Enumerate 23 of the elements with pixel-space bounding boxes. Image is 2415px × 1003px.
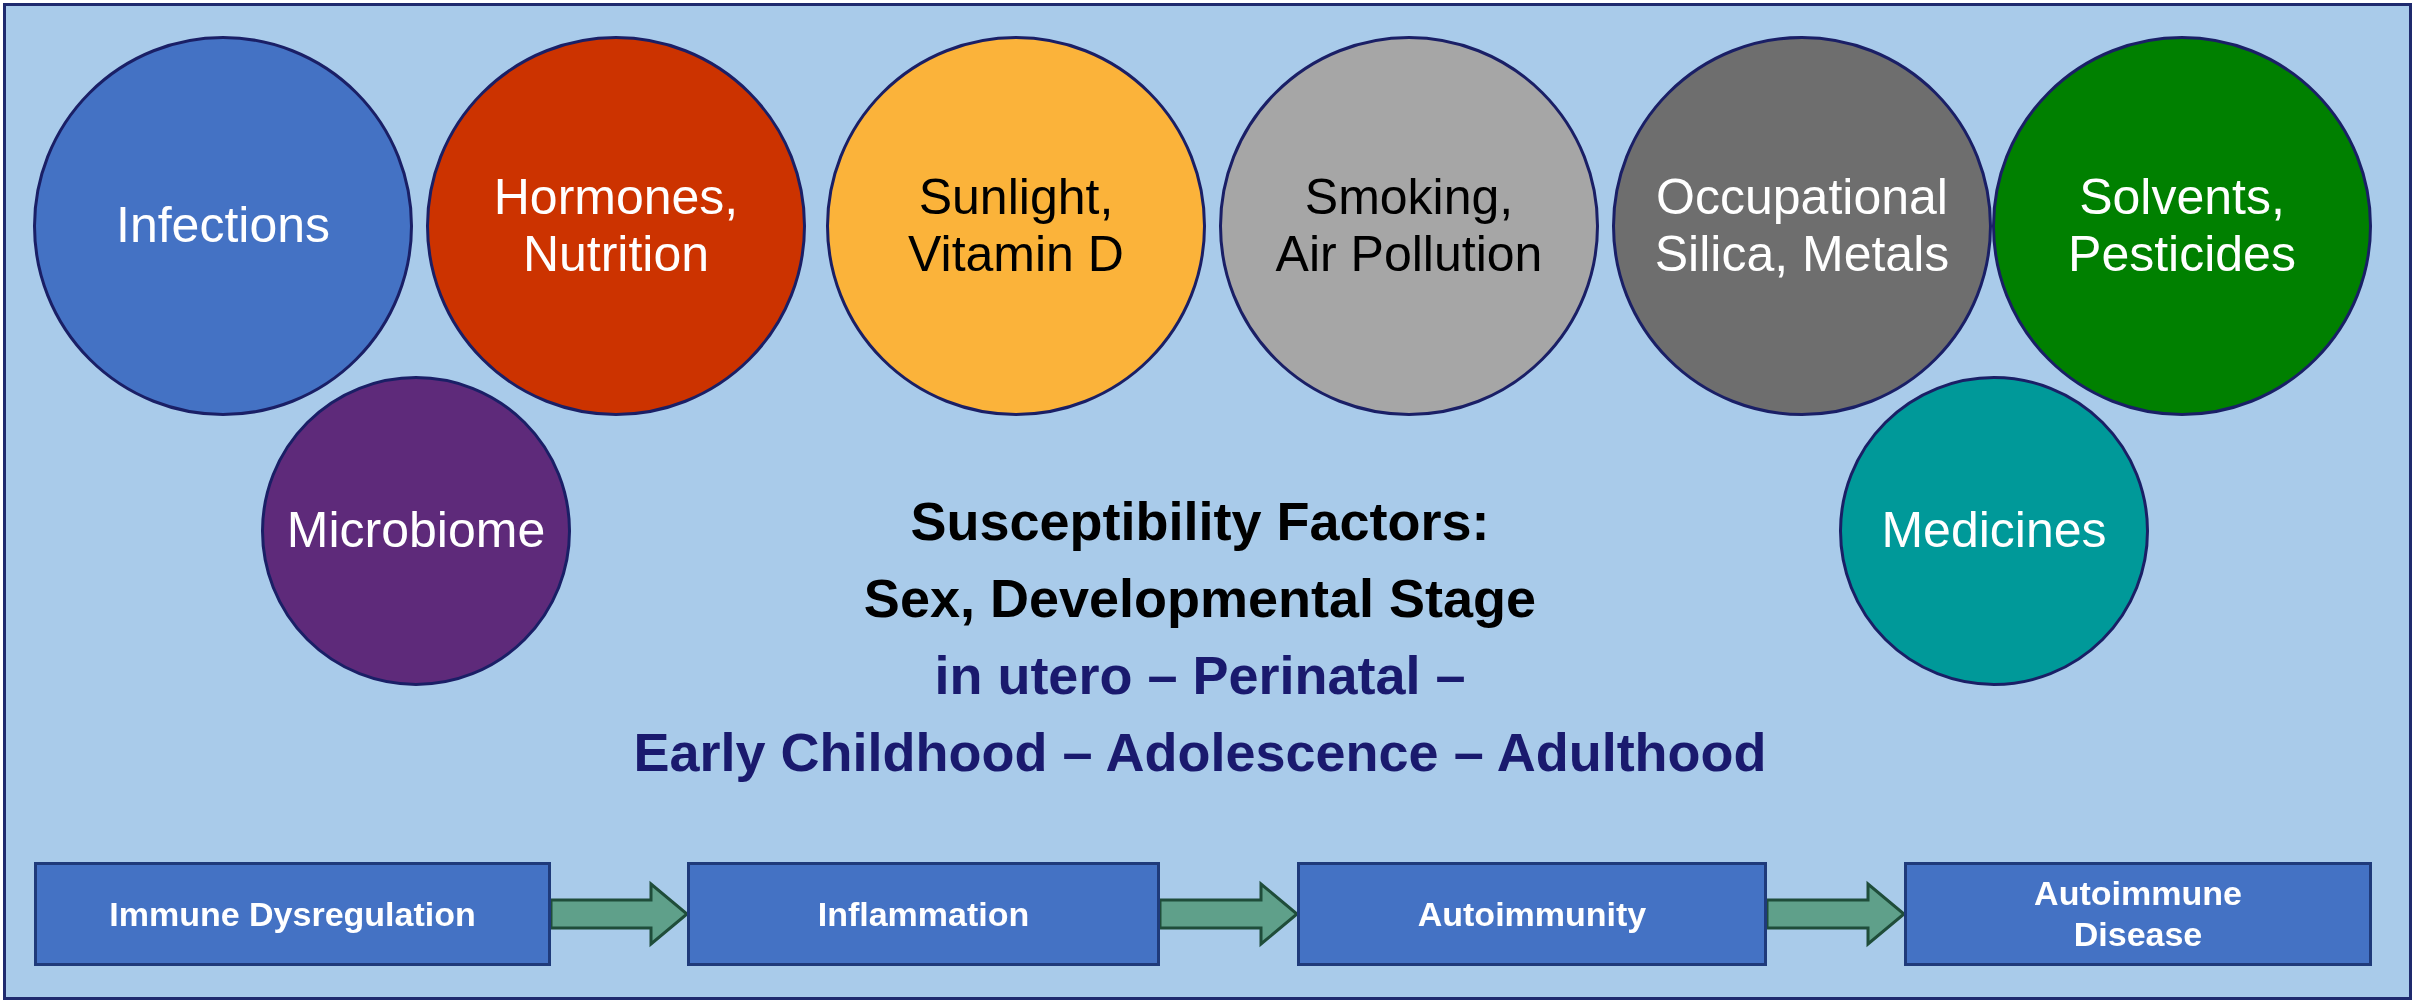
heading-text: in utero – Perinatal – [933,644,1467,706]
circle-label: Medicines [1881,502,2107,560]
box-label: Inflammation [817,893,1030,935]
process-box [687,862,1160,966]
circle-label: Occupational Silica, Metals [1653,168,1951,284]
process-box [34,862,551,966]
circle-label: Smoking, Air Pollution [1274,168,1544,284]
heading-text: Early Childhood – Adolescence – Adulthood [632,721,1768,783]
circle-label: Microbiome [286,502,546,560]
heading-text: Sex, Developmental Stage [862,567,1538,629]
box-label: Autoimmune Disease [2033,873,2243,955]
circle-label: Sunlight, Vitamin D [907,168,1125,284]
box-label: Autoimmunity [1417,893,1647,935]
box-label: Immune Dysregulation [109,893,476,935]
heading-text: Susceptibility Factors: [909,490,1491,552]
process-box [1904,862,2372,966]
block-arrow [549,880,690,948]
block-arrow [1158,880,1300,948]
block-arrow [1765,880,1907,948]
circle-label: Hormones, Nutrition [492,168,740,284]
process-box [1297,862,1767,966]
circle-label: Infections [116,197,330,255]
circle-label: Solvents, Pesticides [2067,168,2297,284]
